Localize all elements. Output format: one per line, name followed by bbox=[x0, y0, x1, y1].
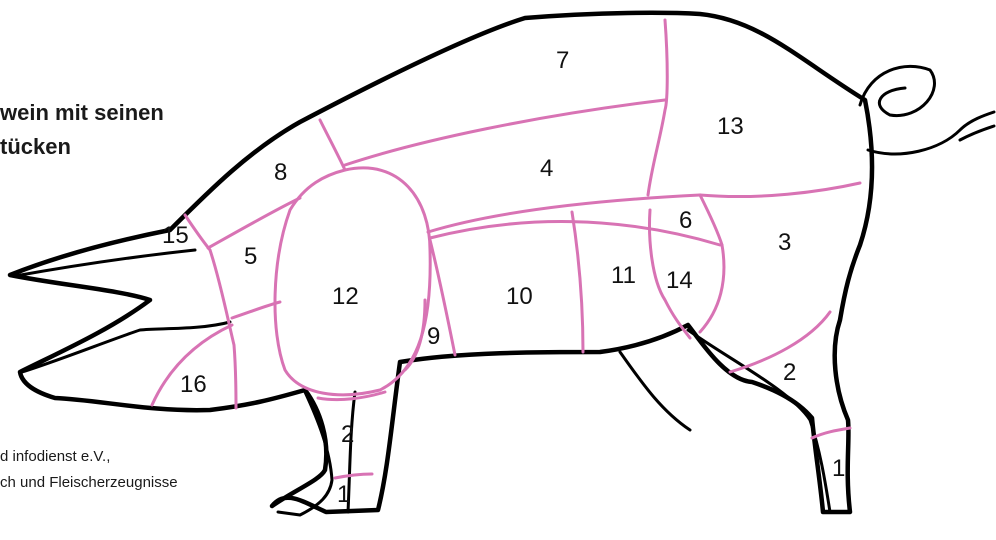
cut-number-10: 10 bbox=[506, 283, 533, 310]
diagram-title-line-1: wein mit seinen bbox=[0, 100, 164, 126]
pig-hind-leg-outline bbox=[620, 330, 830, 512]
seam-14-right bbox=[700, 245, 724, 332]
cut-number-15: 15 bbox=[162, 222, 189, 249]
seam-ham-vertical bbox=[648, 20, 667, 195]
seam-back-top bbox=[345, 100, 665, 165]
cut-number-3: 3 bbox=[778, 229, 791, 256]
cut-number-11: 11 bbox=[611, 262, 636, 289]
diagram-title-line-2: tücken bbox=[0, 134, 71, 160]
cut-number-6: 6 bbox=[679, 207, 692, 234]
credit-line-1: d infodienst e.V., bbox=[0, 448, 110, 465]
cut-number-7: 7 bbox=[556, 47, 569, 74]
seam-6-right bbox=[700, 195, 722, 245]
cut-number-16: 16 bbox=[180, 371, 207, 398]
seam-head-back bbox=[320, 120, 345, 170]
pig-tail-outline bbox=[860, 66, 994, 154]
cut-number-5: 5 bbox=[244, 243, 257, 270]
seam-5-right bbox=[232, 302, 280, 318]
cut-number-4: 4 bbox=[540, 155, 553, 182]
cut-number-2-front: 2 bbox=[341, 421, 354, 448]
seam-15 bbox=[185, 215, 210, 250]
seam-10-11 bbox=[572, 212, 583, 352]
seam-front-1 bbox=[335, 474, 372, 478]
seam-ham-top bbox=[700, 183, 860, 197]
seam-hind-1 bbox=[812, 428, 850, 438]
pig-body-outline bbox=[10, 13, 872, 512]
cut-number-8: 8 bbox=[274, 159, 287, 186]
cut-number-1-front: 1 bbox=[337, 481, 350, 508]
seam-hind-2 bbox=[730, 312, 830, 372]
cut-number-2-hind: 2 bbox=[783, 359, 796, 386]
cut-number-1-hind: 1 bbox=[832, 455, 845, 482]
seam-belly-top bbox=[428, 195, 700, 232]
cut-number-9: 9 bbox=[427, 323, 440, 350]
credit-line-2: ch und Fleischerzeugnisse bbox=[0, 474, 178, 491]
cut-number-14: 14 bbox=[666, 267, 693, 294]
cut-number-12: 12 bbox=[332, 283, 359, 310]
cut-number-13: 13 bbox=[717, 113, 744, 140]
